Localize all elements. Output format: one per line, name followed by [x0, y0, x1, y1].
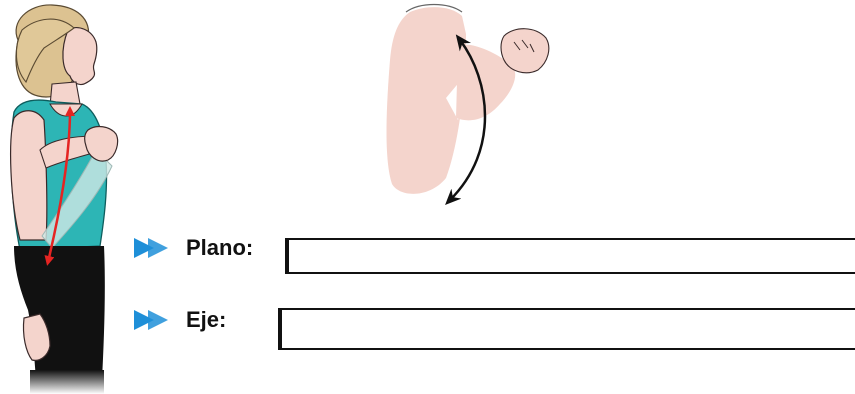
woman-figure: [11, 5, 118, 394]
plane-label: Plano:: [186, 235, 253, 261]
chevron-right-icon: [134, 236, 178, 260]
axis-answer-box[interactable]: [278, 308, 855, 350]
axis-label: Eje:: [186, 307, 226, 333]
arm-closeup: [387, 5, 549, 201]
plane-row: Plano:: [134, 235, 253, 261]
plane-answer-box[interactable]: [285, 238, 855, 274]
axis-row: Eje:: [134, 307, 226, 333]
chevron-right-icon: [134, 308, 178, 332]
